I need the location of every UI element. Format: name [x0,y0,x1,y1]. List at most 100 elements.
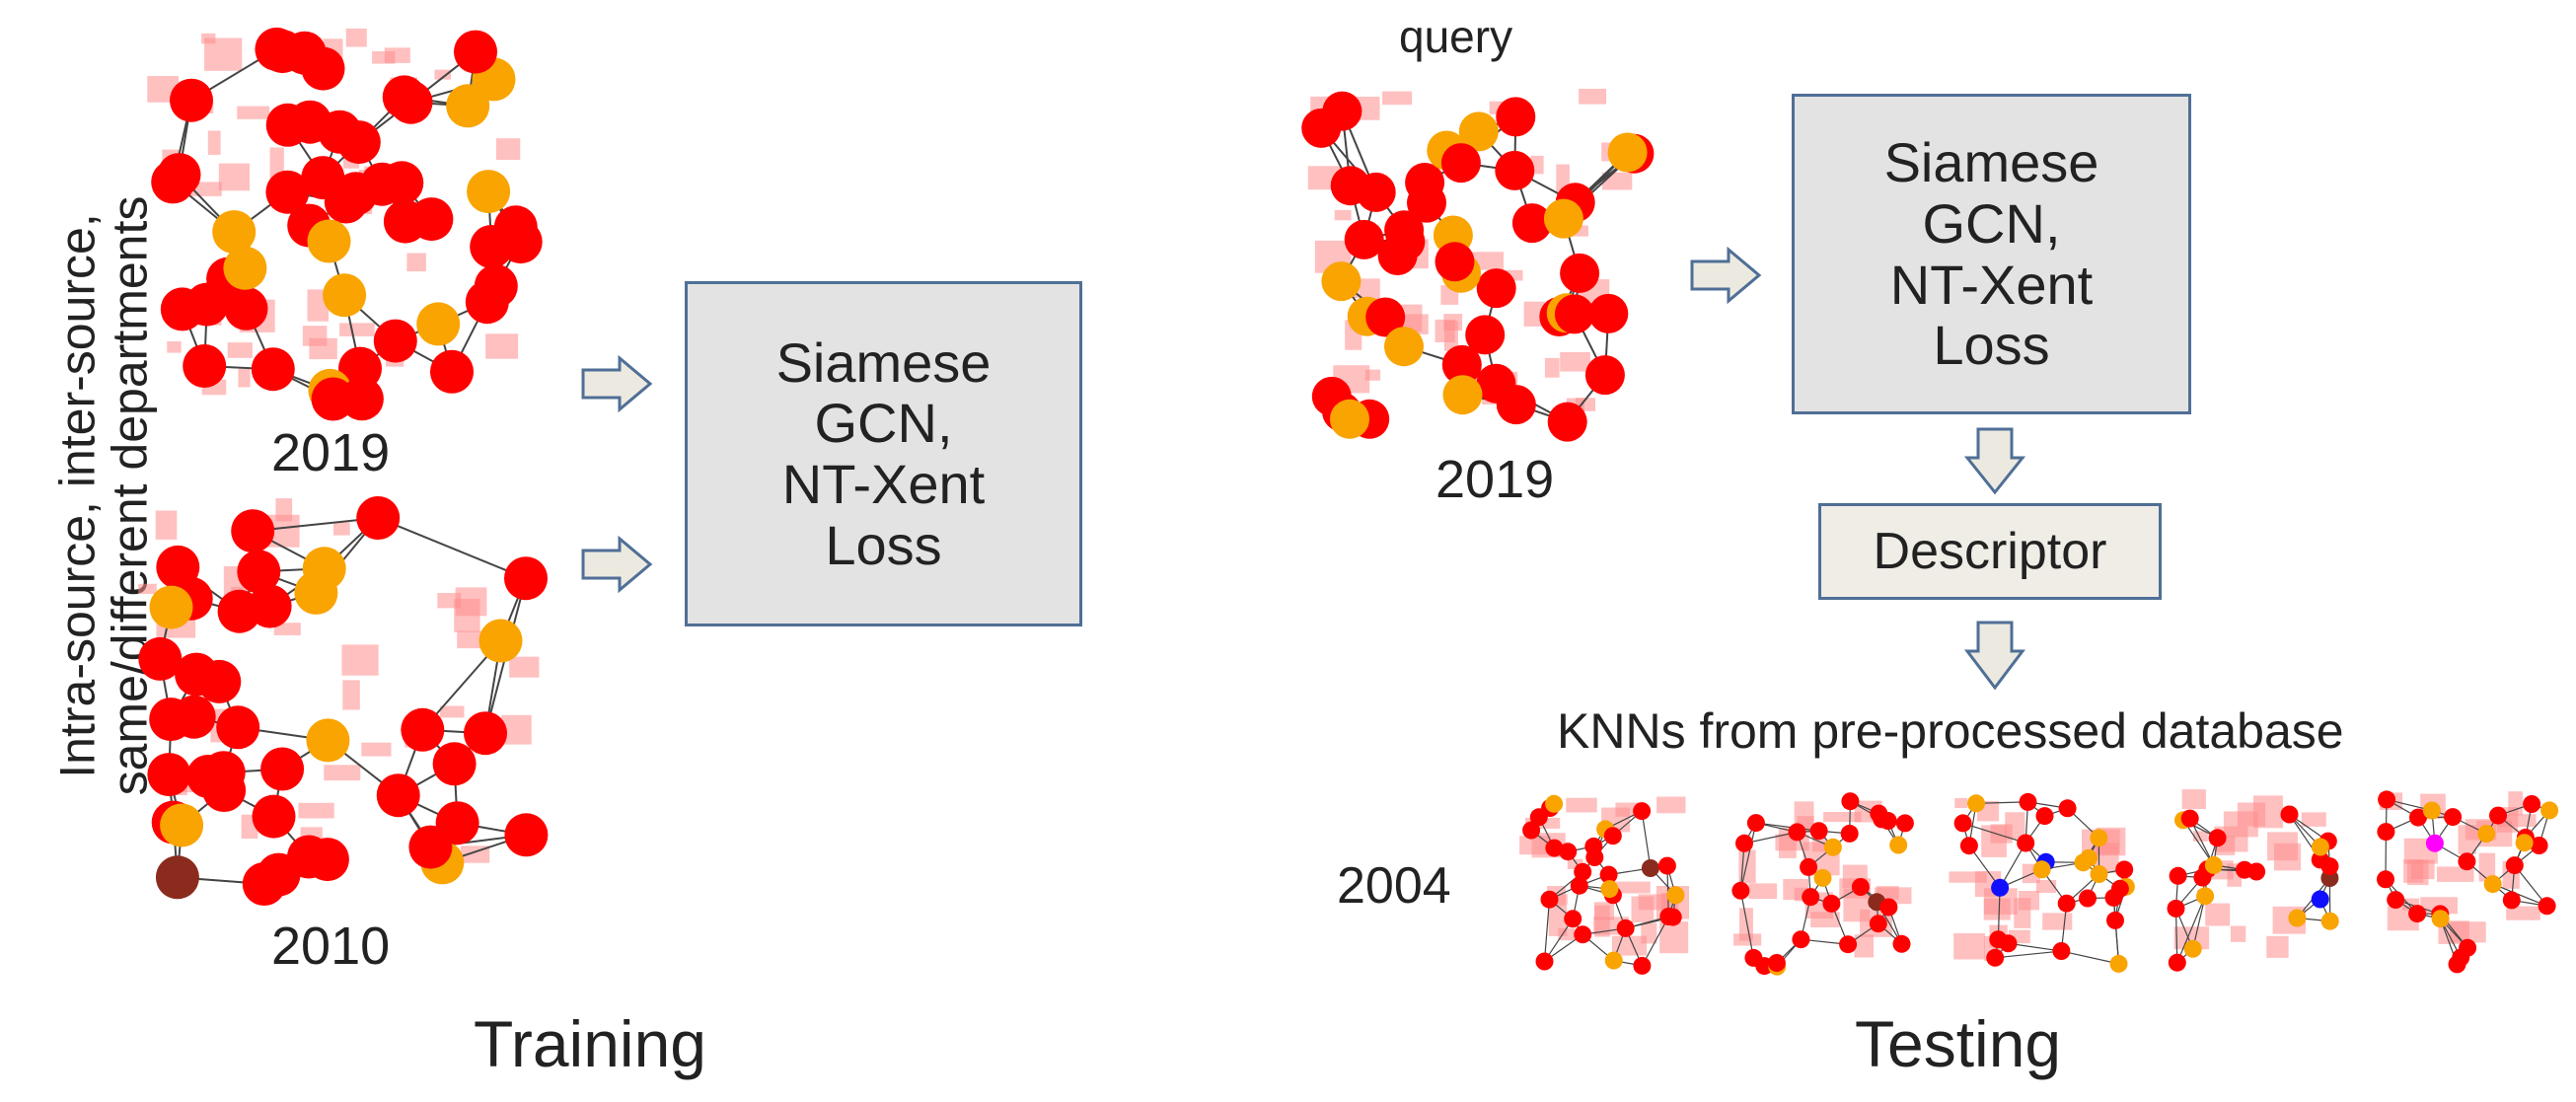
graph-node [202,769,247,812]
graph-edge [1755,822,1819,832]
graph-node [175,652,219,697]
building-footprint [2181,789,2206,810]
graph-node [1953,814,1972,833]
building-footprint [440,705,465,718]
graph-node [1529,808,1548,827]
graph-node [282,31,327,75]
building-footprint [406,253,426,272]
graph-node [464,711,507,756]
graph-node [2311,890,2329,909]
graph-node [149,698,193,742]
graph-node [149,585,193,629]
training-section-title: Training [474,1007,706,1080]
graph-node [1458,111,1499,152]
graph-node [2431,910,2450,928]
graph-edge [1543,899,1551,962]
building-footprint [201,33,216,44]
graph-node [1543,198,1583,239]
building-footprint [1641,922,1657,944]
box-line: GCN, [1922,191,2061,255]
graph-node [2017,834,2035,852]
building-footprint [167,341,182,353]
graph-node [408,825,453,869]
building-footprint [434,69,451,80]
graph-node [2458,852,2476,871]
building-footprint [1949,871,1987,883]
graph-node [1603,827,1622,845]
graph-node [2057,894,2076,913]
building-footprint [138,583,157,594]
graph-node [306,718,350,763]
graph-node [2515,834,2534,852]
graph-node [2377,823,2395,842]
graph-node [1584,355,1625,396]
graph-node [1559,843,1578,861]
building-footprint [227,342,253,358]
training-graph-2019 [147,27,543,421]
graph-node [1869,915,1887,933]
building-footprint [2497,814,2537,828]
graph-node [1600,880,1619,899]
graph-node [1545,794,1564,813]
graph-node [2196,887,2215,906]
arrow-right-icon [581,355,653,412]
graph-node [2409,808,2427,827]
testing-section-title: Testing [1855,1007,2062,1080]
building-footprint [2193,831,2208,842]
graph-node [430,349,474,394]
graph-node [1991,878,2010,897]
graph-node [373,319,417,363]
building-footprint [1548,905,1568,936]
graph-node [1767,954,1786,972]
graph-node [1809,822,1828,841]
graph-edge [2176,896,2206,963]
graph-node [1545,839,1564,857]
building-footprint [1615,881,1651,894]
graph-node [147,753,191,797]
graph-node [1889,836,1908,854]
building-footprint [309,337,337,360]
graph-node [1892,934,1911,953]
building-footprint [155,510,178,540]
graph-node [1802,888,1820,907]
building-footprint [345,28,367,47]
graph-node [1588,293,1629,333]
graph-node [1574,925,1592,944]
graph-node [2502,891,2521,910]
graph-node [1547,402,1587,442]
graph-node [1959,837,1978,855]
graph-node [2320,857,2339,876]
building-footprint [342,680,360,710]
graph-node [2538,897,2556,916]
graph-node [1788,823,1806,842]
graph-node [1476,268,1516,309]
building-footprint [1954,797,1968,808]
graph-node [1442,375,1483,415]
graph-node [2320,912,2339,930]
graph-node [216,705,260,750]
graph-node [1495,150,1535,190]
graph-node [1574,862,1592,881]
result-year: 2004 [1337,857,1451,915]
graph-node [1496,97,1536,137]
knn-result-graph-5 [2377,790,2559,974]
graph-node [1441,344,1482,385]
graph-node [2032,860,2051,879]
graph-node [478,619,523,663]
building-footprint [2014,898,2031,928]
graph-node [1511,203,1552,244]
graph-node [265,103,310,147]
graph-node [1999,934,2018,953]
building-footprint [2506,906,2540,920]
graph-node [2408,905,2427,923]
building-footprint [341,644,379,676]
graph-node [401,707,445,752]
graph-node [252,794,296,839]
graph-node [2019,792,2037,811]
graph-node [260,747,305,791]
building-footprint [2230,925,2246,942]
graph-node [1879,898,1898,917]
training-graph-2010 [138,496,549,906]
building-footprint [1593,902,1615,920]
graph-node [2505,856,2524,875]
